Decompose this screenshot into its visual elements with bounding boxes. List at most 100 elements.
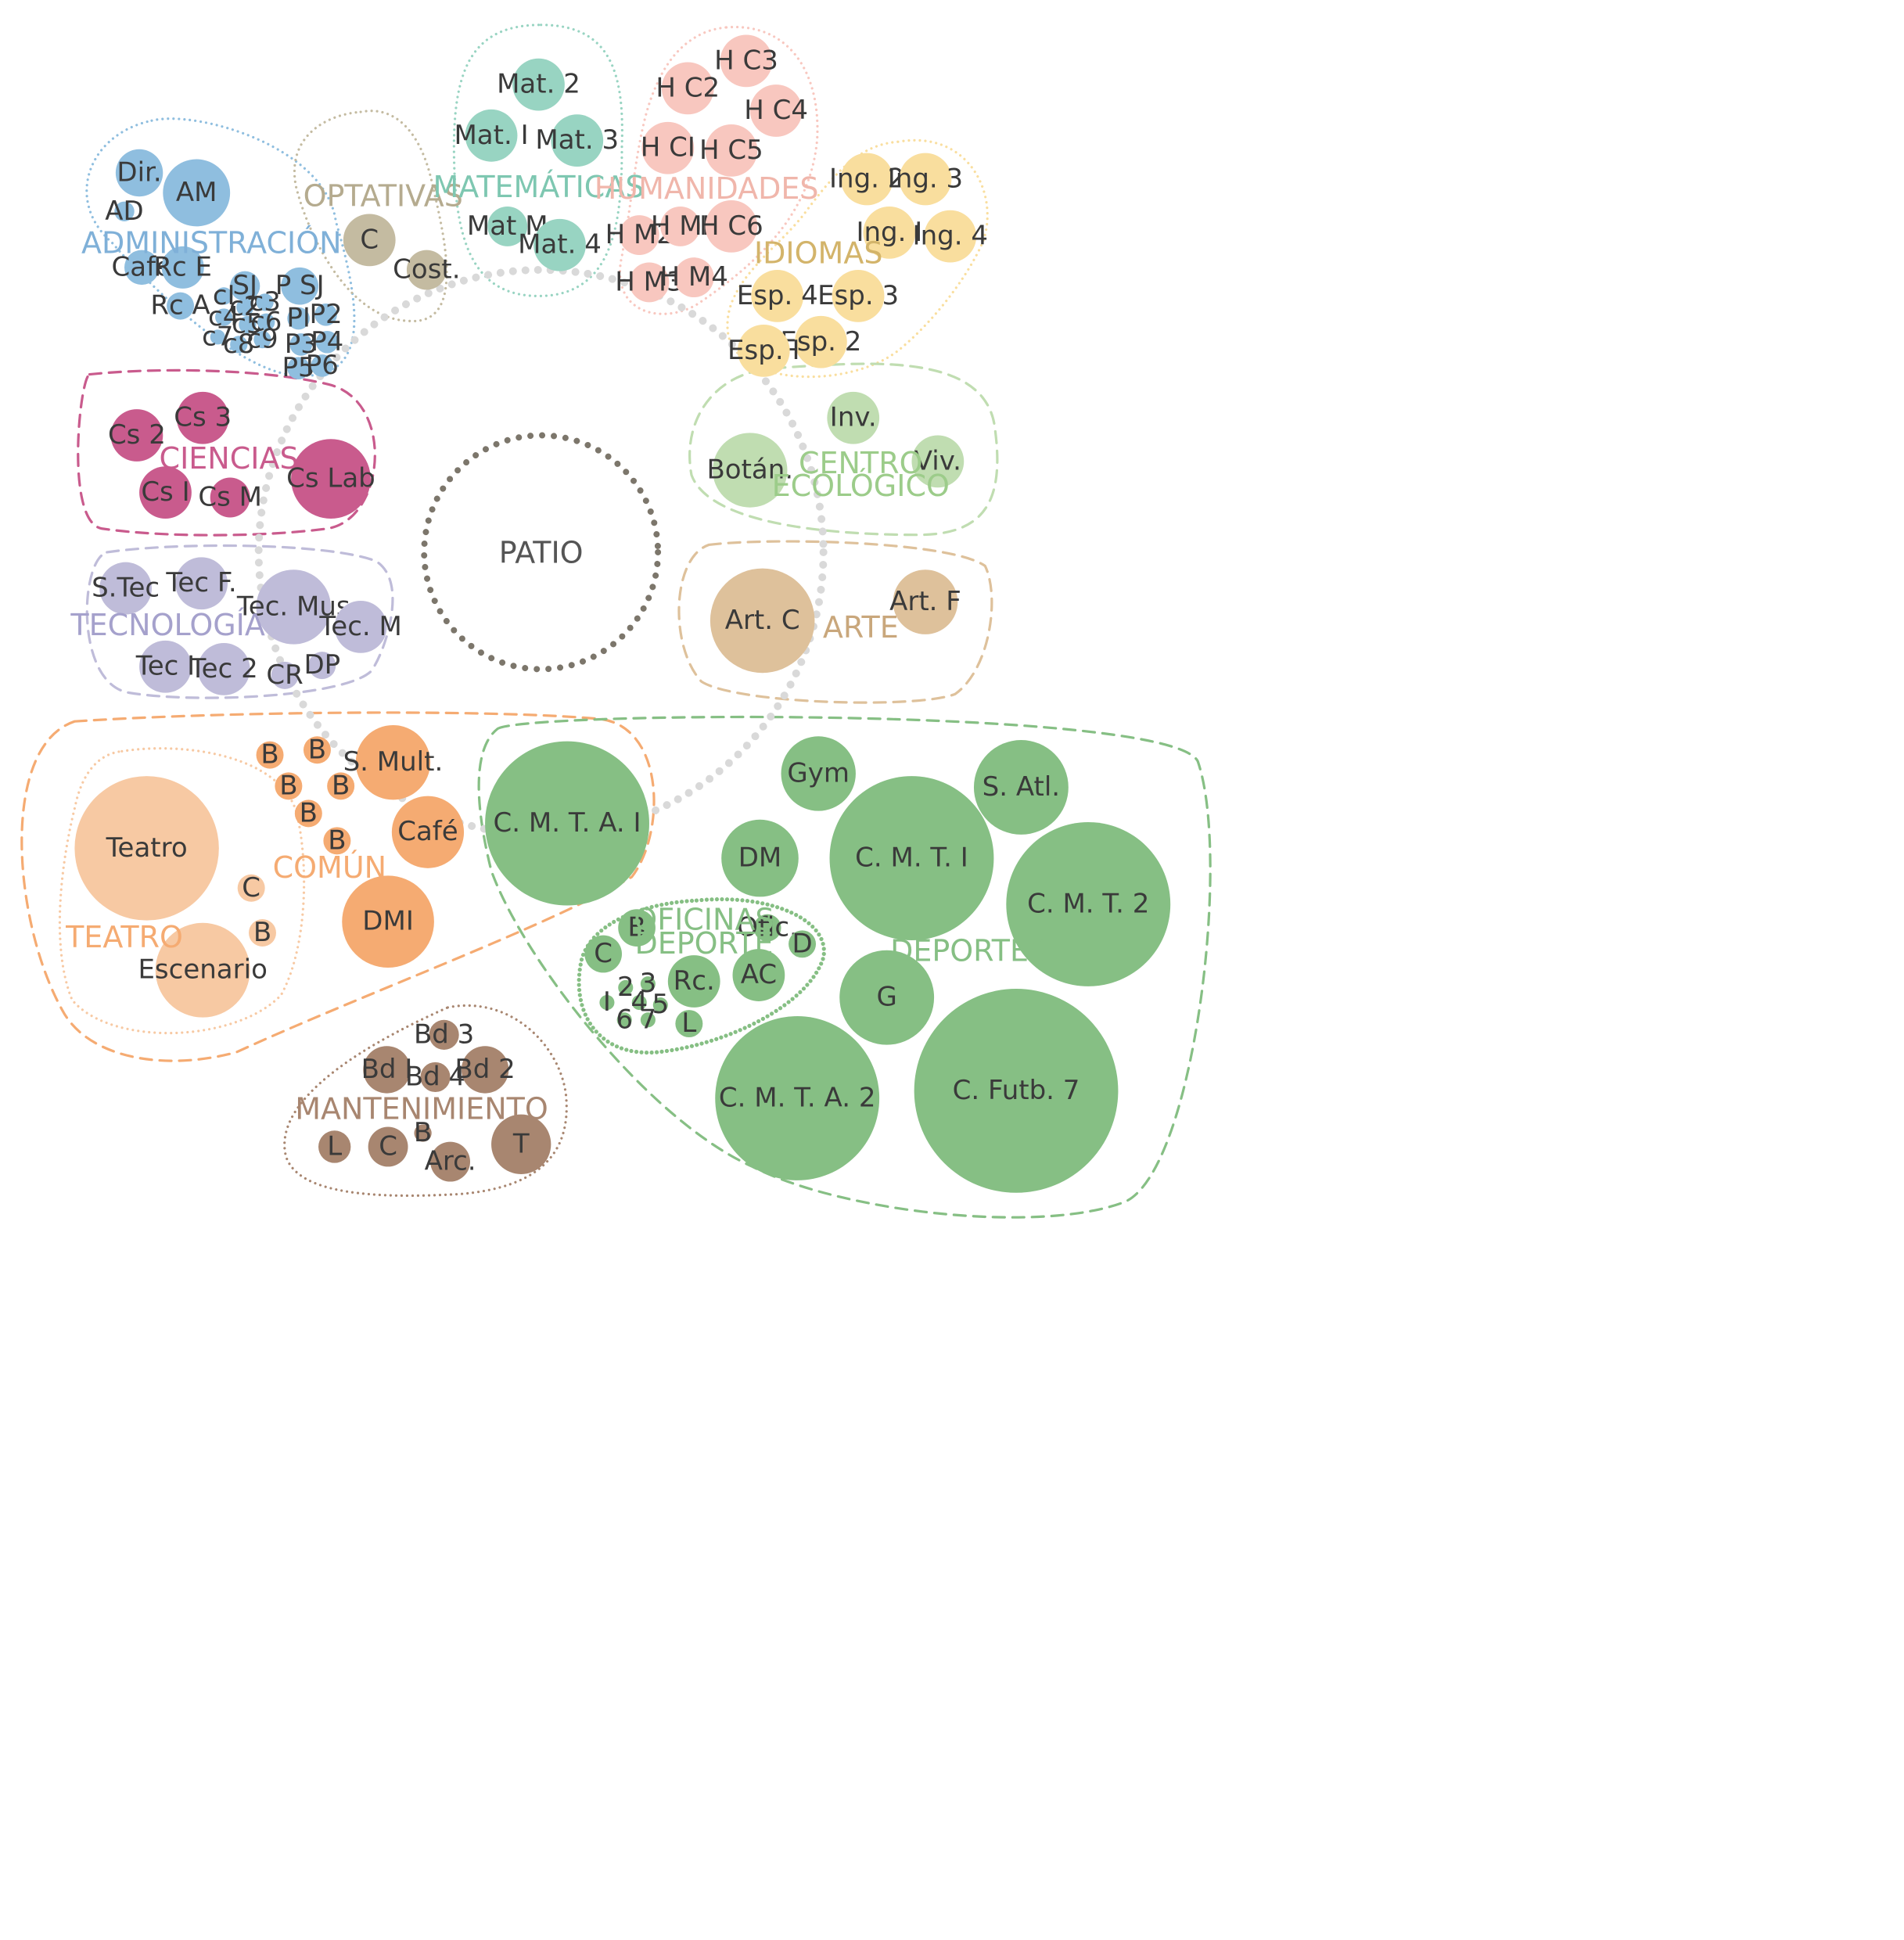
room-bubble (795, 315, 847, 368)
room-bubble (342, 875, 434, 968)
circulation-ring (254, 265, 828, 839)
room-label: C (242, 872, 260, 904)
room-idiomas-esp-2: Esp. 2 (780, 315, 861, 368)
room-ciencias-cs-i: Cs I (139, 466, 192, 519)
room-humanidades-h-c2: H C2 (656, 62, 720, 115)
room-centro-inv: Inv. (827, 391, 880, 444)
room-label: Gym (787, 757, 850, 789)
room-label: S. Atl. (983, 771, 1060, 803)
room-bubble (640, 1012, 656, 1028)
room-label: P3 (285, 329, 318, 360)
room-oficinas-i: I (599, 986, 615, 1018)
room-label: Escenario (138, 954, 267, 986)
room-bubble (420, 1062, 451, 1093)
room-bubble (914, 989, 1119, 1193)
room-label: Esp. I (727, 335, 799, 366)
group-label-idiomas: IDIOMAS (754, 235, 883, 270)
room-bubble (197, 643, 250, 695)
room-label: 6 (616, 1004, 633, 1035)
room-bubble (485, 741, 649, 906)
room-label: Botán. (706, 454, 793, 486)
room-label: Cs 3 (174, 402, 232, 433)
room-humanidades-h-m3: H M3 (615, 262, 684, 303)
room-bubble (429, 1019, 459, 1050)
room-label: B (414, 1117, 432, 1148)
room-label: 7 (640, 1004, 657, 1035)
room-idiomas-esp-i: Esp. I (727, 324, 799, 377)
room-humanidades-h-c4: H C4 (744, 84, 808, 137)
room-oficinas-rc: Rc. (667, 955, 720, 1008)
room-bubble (155, 922, 250, 1018)
room-bubble (249, 919, 276, 947)
room-oficinas-7: 7 (640, 1004, 657, 1035)
room-bubble (674, 257, 714, 298)
room-bubble (715, 1016, 880, 1180)
room-comun-cafe: Café (391, 796, 465, 868)
room-comun-s-mult: S. Mult. (343, 724, 444, 800)
room-bubble (512, 58, 565, 111)
room-humanidades-h-c6: H C6 (699, 199, 763, 253)
room-label: Bd 3 (414, 1018, 474, 1050)
room-label: c9 (246, 324, 278, 355)
room-tecnologia-tec-2: Tec 2 (189, 643, 258, 695)
room-label: P SJ (275, 270, 325, 301)
room-label: c3 (250, 286, 281, 318)
room-label: 5 (652, 989, 669, 1020)
room-tecnologia-tec-i: Tec I (135, 640, 195, 693)
room-mantenimiento-arc: Arc. (425, 1141, 476, 1182)
room-admin-ci: cI (213, 280, 235, 311)
room-humanidades-h-mi: H MI (651, 206, 710, 246)
room-optativas-cost: Cost. (393, 250, 461, 290)
room-bubble (660, 206, 701, 246)
room-bubble (368, 1126, 408, 1167)
room-bubble (737, 324, 790, 377)
room-mantenimiento-bd-3: Bd 3 (414, 1018, 474, 1050)
patio-ring (421, 432, 662, 673)
room-label: P4 (311, 326, 343, 357)
room-bubble (289, 333, 313, 356)
room-label: C. M. T. 2 (1027, 888, 1149, 919)
room-bubble (618, 909, 656, 947)
room-bubble (167, 292, 195, 320)
room-label: C (360, 224, 379, 255)
group-label-comun: COMÚN (273, 850, 386, 885)
room-bubble (893, 569, 958, 634)
room-label: S. Mult. (343, 746, 444, 778)
room-label: Cs I (141, 476, 189, 508)
room-admin-c6: c6 (250, 306, 282, 337)
room-bubble (789, 930, 817, 958)
group-boundary-admin (85, 117, 356, 378)
room-bubble (303, 736, 331, 764)
room-bubble (139, 466, 192, 519)
room-bubble (124, 250, 160, 286)
room-label: 3 (640, 968, 657, 999)
room-humanidades-h-ci: H CI (641, 121, 695, 174)
group-label-optativas: OPTATIVAS (304, 178, 463, 213)
group-label-arte: ARTE (823, 610, 899, 645)
room-bubble (899, 153, 952, 206)
room-label: Mat. 2 (497, 69, 580, 100)
room-bubble (253, 330, 271, 349)
room-label: CR (266, 659, 303, 691)
room-admin-pi: PI (286, 303, 311, 334)
room-label: Bd I (361, 1054, 413, 1085)
room-comun-b: B (327, 770, 355, 801)
room-bubble (705, 199, 758, 253)
room-bubble (584, 935, 623, 973)
room-label: H MI (651, 210, 710, 242)
room-label: C. M. T. I (855, 842, 968, 874)
room-bubble (110, 409, 163, 462)
room-bubble (629, 262, 670, 303)
room-label: Art. F (889, 586, 961, 617)
room-mantenimiento-bd-4: Bd 4 (405, 1061, 465, 1092)
group-boundary-tecnologia (85, 544, 394, 699)
room-bubble (239, 315, 257, 334)
room-bubble (114, 201, 135, 222)
group-boundary-deportes (477, 715, 1212, 1219)
room-humanidades-h-c3: H C3 (714, 34, 778, 88)
room-label: Ing. 4 (913, 221, 988, 252)
room-admin-sj: SJ (230, 270, 260, 301)
room-admin-rc-a: Rc A (150, 290, 210, 322)
room-label: B (308, 734, 326, 765)
room-bubble (176, 391, 229, 444)
